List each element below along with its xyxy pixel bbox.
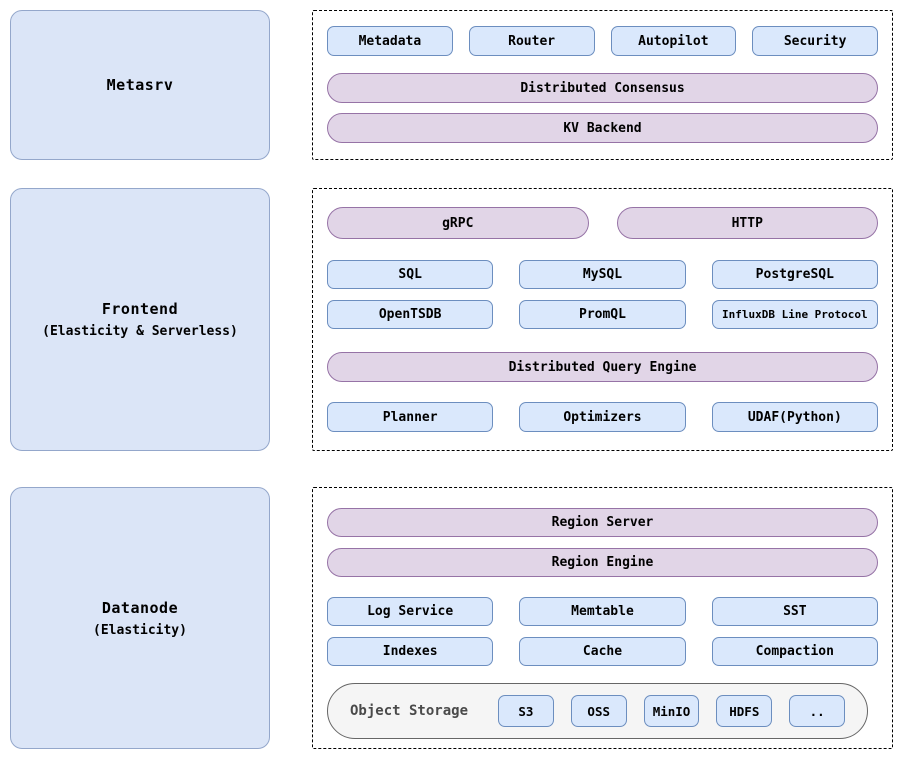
object-storage-container: Object Storage S3 OSS MinIO HDFS .. xyxy=(327,683,868,739)
pill-distributed-query-engine: Distributed Query Engine xyxy=(327,352,878,382)
datanode-subtitle: (Elasticity) xyxy=(93,622,187,638)
frontend-panel: gRPC HTTP SQL MySQL PostgreSQL OpenTSDB … xyxy=(312,188,893,451)
node-promql: PromQL xyxy=(519,300,686,329)
node-optimizers: Optimizers xyxy=(519,402,686,432)
node-planner: Planner xyxy=(327,402,494,432)
node-postgresql: PostgreSQL xyxy=(711,260,878,289)
node-metadata: Metadata xyxy=(327,26,453,56)
query-interfaces-row-2: OpenTSDB PromQL InfluxDB Line Protocol xyxy=(327,300,878,329)
object-storage-label: Object Storage xyxy=(350,703,469,719)
pill-distributed-consensus: Distributed Consensus xyxy=(327,73,878,103)
protocol-row: gRPC HTTP xyxy=(327,207,878,239)
node-log-service: Log Service xyxy=(327,597,494,626)
engine-parts-row-1: Log Service Memtable SST xyxy=(327,597,878,626)
metasrv-panel: Metadata Router Autopilot Security Distr… xyxy=(312,10,893,160)
pill-kv-backend: KV Backend xyxy=(327,113,878,143)
metasrv-components-row: Metadata Router Autopilot Security xyxy=(327,26,878,56)
node-minio: MinIO xyxy=(643,695,700,727)
node-other-storage: .. xyxy=(789,695,845,727)
datanode-row: Datanode (Elasticity) Region Server Regi… xyxy=(10,487,893,749)
node-udaf-python: UDAF(Python) xyxy=(711,402,878,432)
pill-http: HTTP xyxy=(616,207,878,239)
pill-region-server: Region Server xyxy=(327,508,878,537)
frontend-row: Frontend (Elasticity & Serverless) gRPC … xyxy=(10,188,893,451)
group-metasrv: Metasrv xyxy=(10,10,270,160)
node-oss: OSS xyxy=(570,695,627,727)
query-interfaces-row-1: SQL MySQL PostgreSQL xyxy=(327,260,878,289)
datanode-title: Datanode xyxy=(101,598,179,617)
node-memtable: Memtable xyxy=(519,597,686,626)
node-hdfs: HDFS xyxy=(716,695,773,727)
metasrv-title: Metasrv xyxy=(106,76,174,94)
engine-parts-row-2: Indexes Cache Compaction xyxy=(327,637,878,666)
node-router: Router xyxy=(468,26,595,56)
metasrv-row: Metasrv Metadata Router Autopilot Securi… xyxy=(10,10,893,160)
node-indexes: Indexes xyxy=(327,637,494,666)
node-influxdb-line-protocol: InfluxDB Line Protocol xyxy=(711,300,878,329)
node-security: Security xyxy=(752,26,878,56)
pill-region-engine: Region Engine xyxy=(327,548,878,577)
pill-grpc: gRPC xyxy=(327,207,589,239)
datanode-panel: Region Server Region Engine Log Service … xyxy=(312,487,893,749)
node-mysql: MySQL xyxy=(519,260,686,289)
node-sst: SST xyxy=(711,597,878,626)
node-sql: SQL xyxy=(327,260,494,289)
engine-components-row: Planner Optimizers UDAF(Python) xyxy=(327,402,878,432)
frontend-title: Frontend xyxy=(101,300,179,318)
node-opentsdb: OpenTSDB xyxy=(327,300,494,329)
node-s3: S3 xyxy=(498,695,554,727)
node-autopilot: Autopilot xyxy=(610,26,737,56)
node-cache: Cache xyxy=(519,637,686,666)
node-compaction: Compaction xyxy=(711,637,878,666)
group-frontend: Frontend (Elasticity & Serverless) xyxy=(10,188,270,451)
frontend-subtitle: (Elasticity & Serverless) xyxy=(42,324,238,339)
group-datanode: Datanode (Elasticity) xyxy=(10,487,270,749)
